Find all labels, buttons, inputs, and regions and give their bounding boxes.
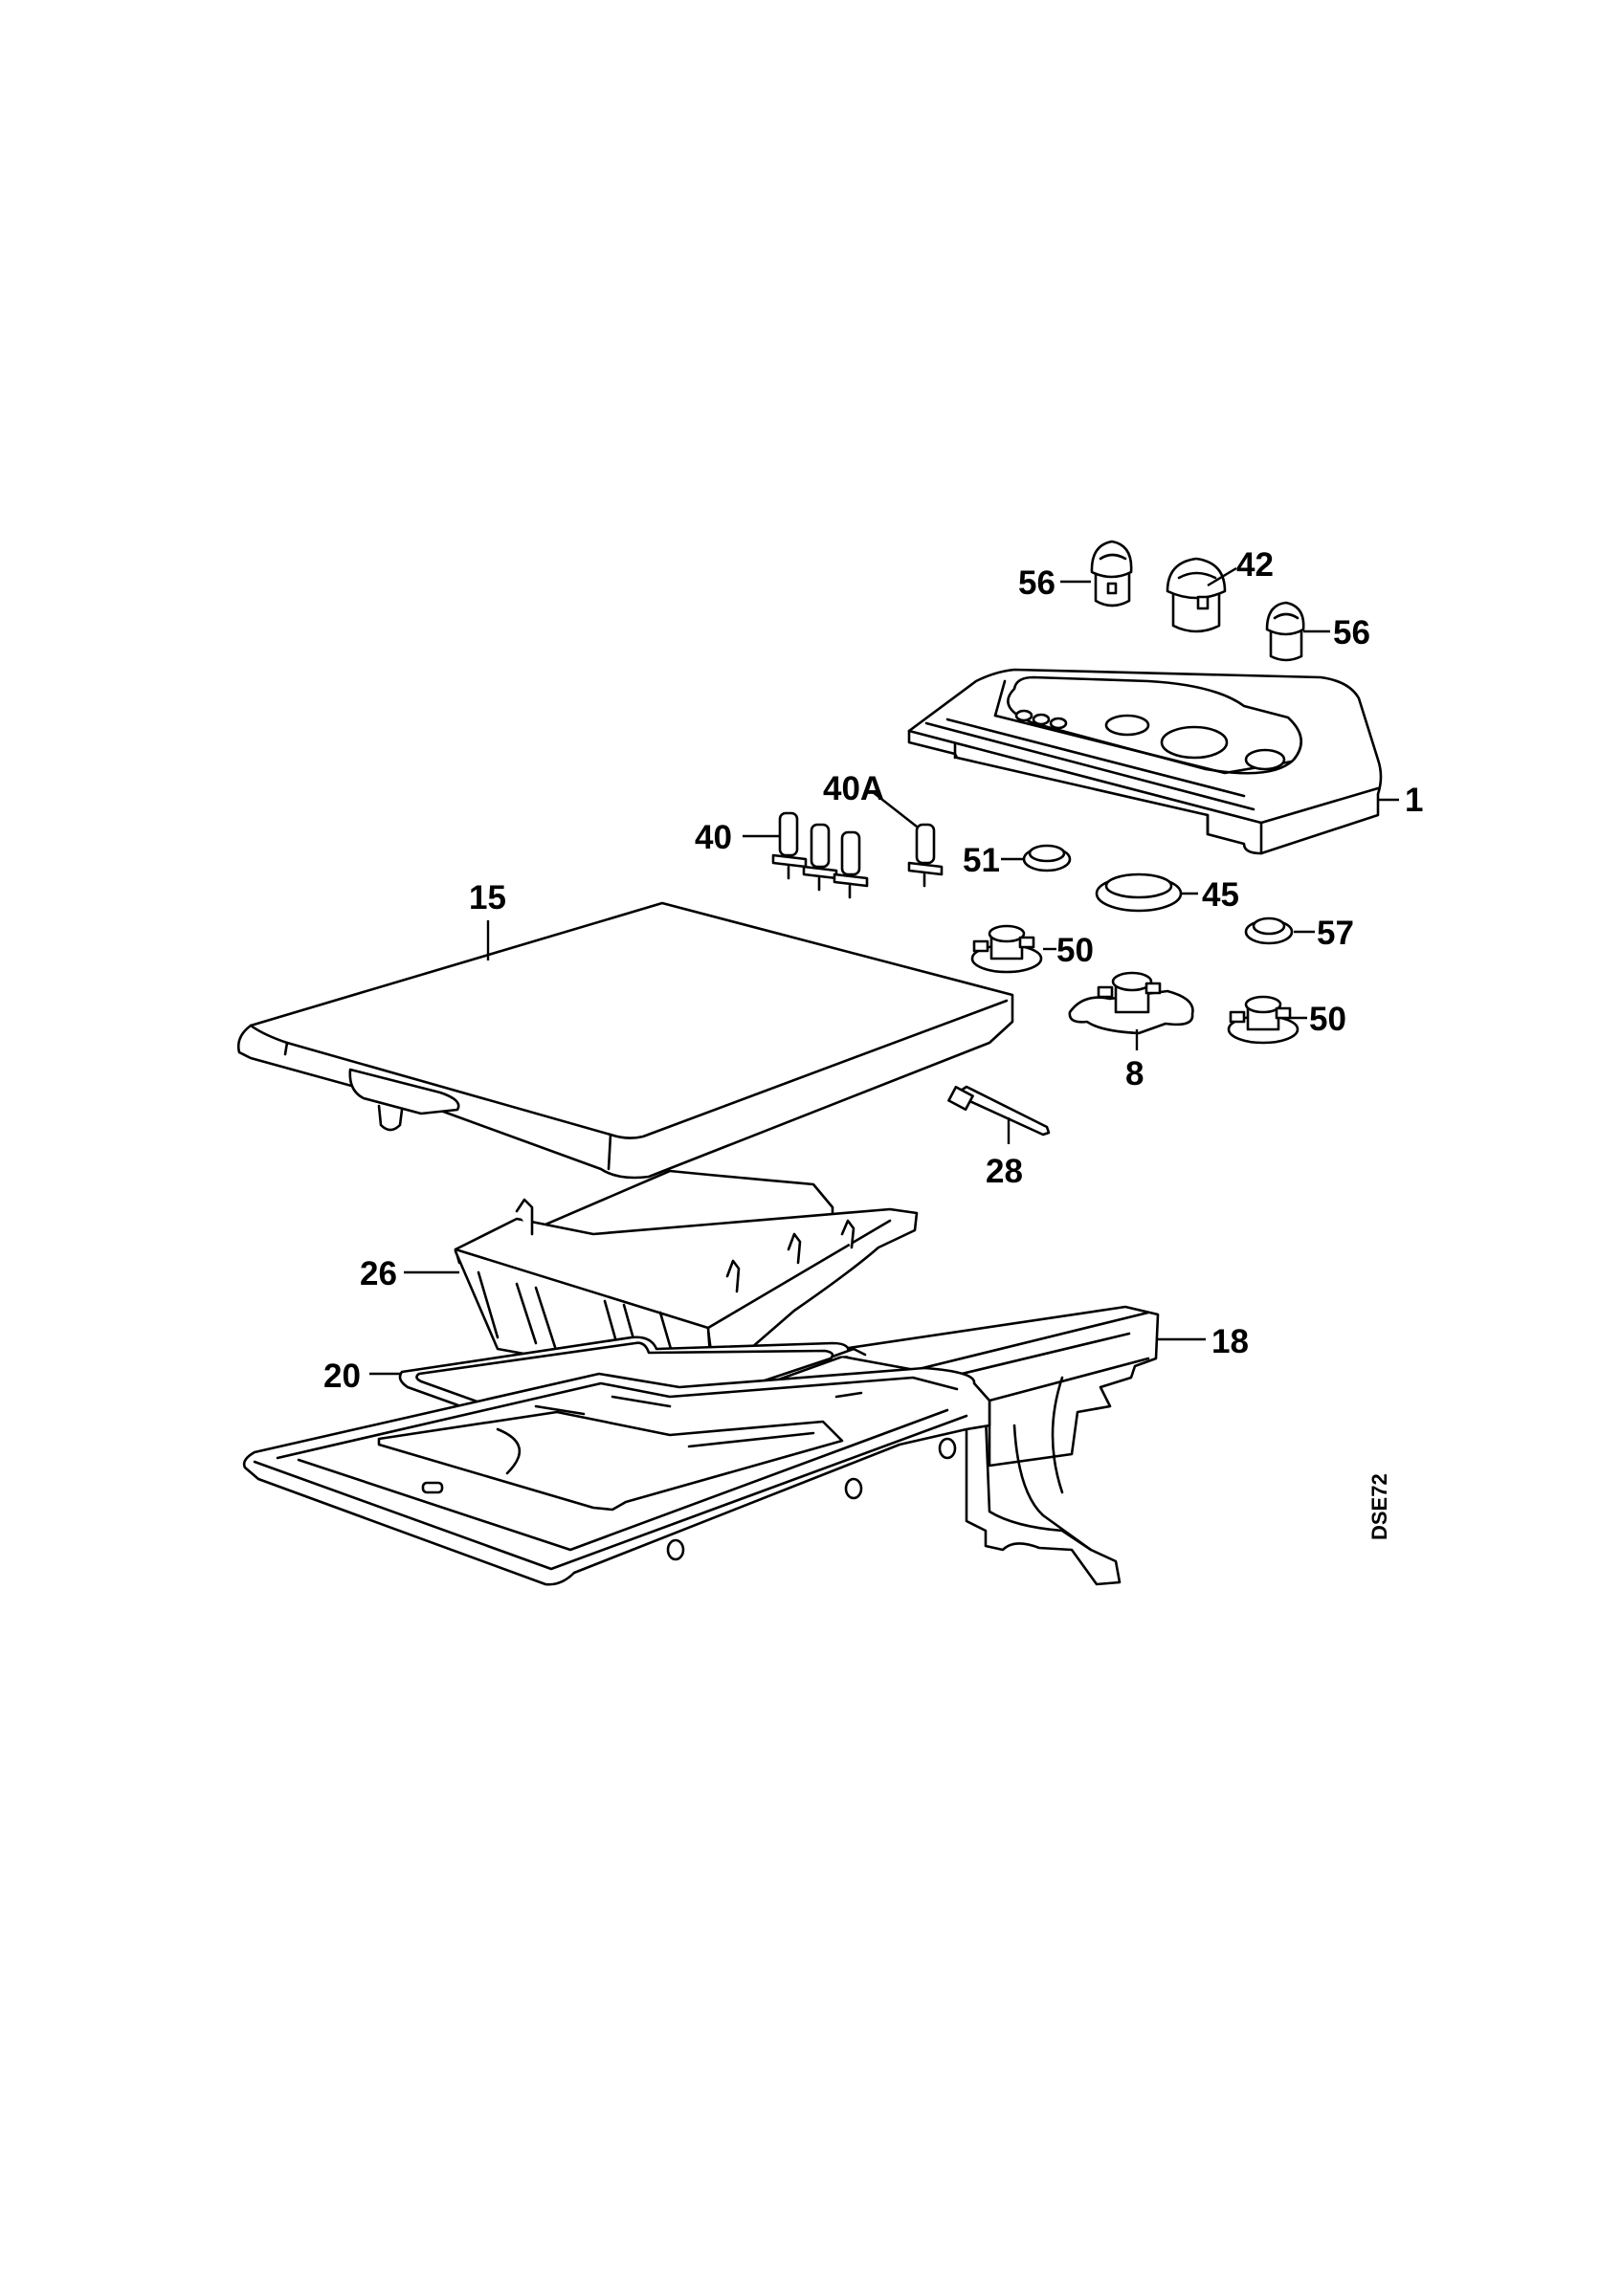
callout-28: 28 — [986, 1153, 1023, 1190]
ring-57 — [1244, 916, 1294, 945]
ring-51 — [1022, 844, 1072, 872]
callout-57: 57 — [1317, 915, 1354, 952]
callout-40a: 40A — [823, 770, 884, 807]
callout-40: 40 — [695, 819, 732, 856]
knob-56-right — [1265, 601, 1305, 662]
base-tray — [242, 1347, 991, 1586]
lid-15 — [236, 901, 1014, 1180]
valve-50-upper — [970, 924, 1043, 974]
ring-45 — [1095, 872, 1183, 913]
knob-56-left — [1090, 540, 1133, 607]
drawing-code: DSE72 — [1367, 1473, 1391, 1540]
valve-50-lower — [1227, 995, 1300, 1045]
callout-1: 1 — [1405, 782, 1423, 819]
callout-45: 45 — [1202, 876, 1239, 914]
callout-15: 15 — [469, 879, 506, 916]
callout-56-left: 56 — [1018, 564, 1055, 602]
switch-block-40 — [771, 811, 869, 899]
switch-40a — [907, 823, 944, 888]
callout-50-lower: 50 — [1309, 1001, 1346, 1038]
pin-28 — [947, 1085, 1051, 1137]
valve-8 — [1068, 971, 1194, 1035]
control-panel — [907, 668, 1383, 855]
knob-42 — [1166, 557, 1227, 633]
callout-42: 42 — [1236, 546, 1274, 584]
callout-56-right: 56 — [1333, 614, 1370, 651]
callout-18: 18 — [1211, 1323, 1249, 1360]
callout-20: 20 — [323, 1358, 361, 1395]
callout-8: 8 — [1125, 1055, 1144, 1093]
callout-26: 26 — [360, 1255, 397, 1292]
callout-51: 51 — [963, 842, 1000, 879]
callout-50-upper: 50 — [1056, 932, 1094, 969]
